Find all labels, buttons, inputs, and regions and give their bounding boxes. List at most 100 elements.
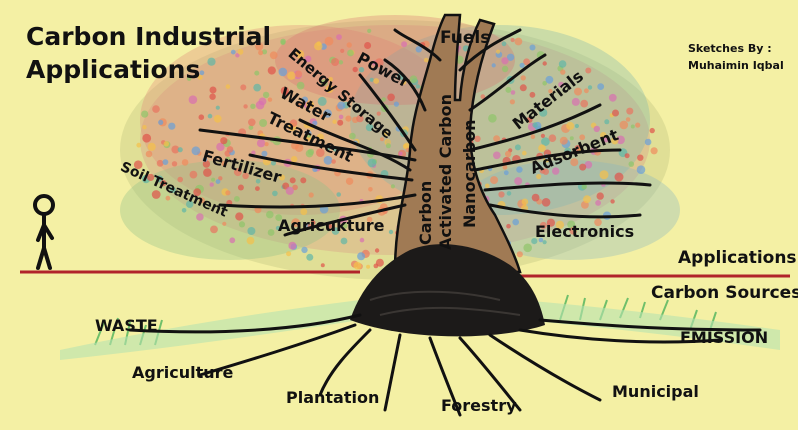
leaf: [331, 227, 340, 235]
leaf: [308, 192, 314, 198]
leaf: [292, 184, 298, 191]
leaf: [255, 179, 261, 184]
leaf: [237, 48, 244, 55]
leaf: [415, 84, 420, 89]
leaf: [571, 97, 580, 106]
leaf: [530, 134, 536, 139]
leaf: [340, 237, 348, 245]
application-source-divider: [20, 270, 790, 278]
leaf: [163, 141, 169, 147]
leaf: [337, 119, 344, 126]
leaf: [314, 42, 323, 51]
leaf: [612, 109, 619, 117]
leaf: [584, 161, 593, 169]
leaf: [320, 79, 328, 86]
leaf: [345, 115, 352, 122]
leaf: [558, 60, 567, 68]
leaf: [366, 264, 371, 269]
leaf: [596, 192, 604, 200]
carbon-sources-label: Carbon Sources: [651, 283, 798, 303]
leaf: [248, 118, 256, 127]
leaf: [548, 134, 557, 142]
leaf: [253, 83, 262, 92]
source-label-waste: WASTE: [95, 316, 158, 335]
leaf: [340, 48, 345, 54]
leaf: [285, 186, 294, 195]
trunk-label-activated-carbon: Activated Carbon: [436, 93, 455, 250]
leaf: [368, 187, 373, 192]
leaf: [357, 252, 366, 261]
leaf: [238, 221, 246, 228]
leaf: [390, 184, 395, 189]
grass-fill: [60, 300, 780, 360]
leaf: [502, 164, 508, 170]
leaf: [398, 151, 403, 156]
applications-label: Applications: [678, 248, 797, 268]
leaf: [365, 123, 374, 132]
leaf: [279, 174, 285, 181]
leaf: [181, 208, 187, 213]
leaf: [514, 144, 521, 151]
leaf: [256, 139, 266, 148]
leaf: [538, 237, 544, 243]
leaf: [579, 134, 586, 141]
leaf: [610, 199, 615, 204]
leaf: [636, 165, 646, 174]
leaf: [356, 114, 364, 123]
leaf: [510, 90, 516, 95]
leaf: [250, 103, 256, 110]
leaf: [235, 53, 240, 58]
leaf: [516, 251, 523, 258]
leaf: [258, 50, 264, 56]
leaf: [542, 81, 547, 86]
leaf: [220, 137, 228, 145]
leaf: [177, 147, 183, 153]
leaf: [275, 214, 283, 222]
leaf: [207, 57, 216, 66]
leaf: [323, 155, 333, 165]
leaf: [254, 70, 260, 76]
leaf: [593, 125, 600, 133]
title-line-2: Applications: [26, 55, 201, 84]
leaf: [264, 142, 269, 147]
leaf: [380, 137, 384, 142]
leaf: [546, 218, 556, 227]
leaf: [225, 156, 230, 161]
tree-trunk: [393, 13, 522, 274]
leaf: [559, 136, 568, 145]
leaf: [552, 167, 560, 175]
leaf: [599, 170, 609, 180]
leaf: [523, 58, 530, 66]
leaf: [423, 57, 429, 63]
leaf: [506, 191, 512, 196]
leaf: [275, 225, 281, 231]
leaf: [188, 95, 198, 104]
leaf: [485, 183, 490, 189]
leaf: [323, 109, 332, 118]
leaf: [255, 42, 264, 51]
trunk-label-carbon: Carbon: [416, 180, 435, 245]
leaf: [171, 145, 180, 154]
leaf: [202, 160, 211, 168]
leaf: [145, 150, 153, 158]
leaf: [532, 122, 538, 128]
leaf: [352, 66, 358, 73]
leaf: [637, 154, 644, 161]
leaf: [202, 157, 208, 162]
leaf: [649, 127, 655, 134]
leaf: [491, 63, 496, 68]
leaf: [269, 51, 278, 60]
tree-canopy: [120, 15, 680, 280]
leaf: [616, 135, 625, 145]
leaf: [555, 220, 565, 230]
leaf: [374, 58, 384, 68]
leaf: [337, 101, 346, 110]
leaf: [381, 97, 387, 102]
leaf: [248, 125, 254, 130]
leaf: [186, 76, 192, 81]
leaf: [572, 226, 578, 232]
leaf: [262, 91, 270, 99]
leaf: [324, 36, 334, 46]
leaf: [496, 49, 501, 54]
leaf: [474, 135, 481, 142]
